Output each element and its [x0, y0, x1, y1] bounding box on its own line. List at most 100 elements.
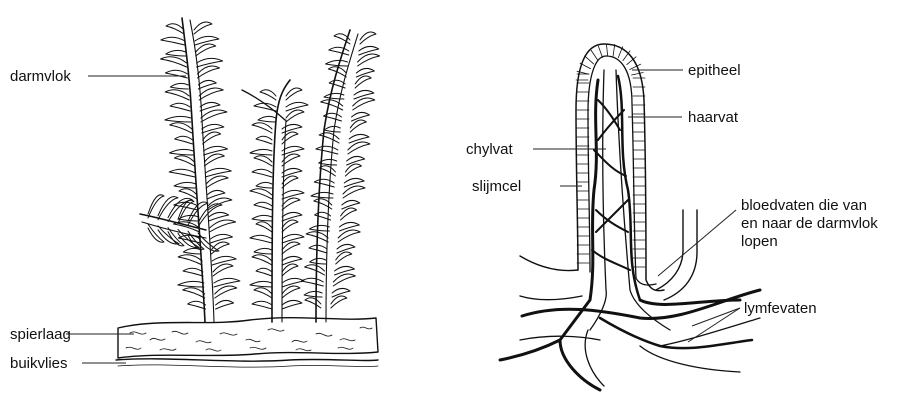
- villus-frond: [355, 76, 371, 88]
- lacteal-label: chylvat: [466, 141, 514, 158]
- villus-frond: [158, 197, 178, 220]
- villus-frond: [350, 120, 366, 132]
- villus-frond: [282, 132, 298, 144]
- villus-frond: [216, 300, 234, 309]
- villus-frond: [188, 301, 206, 309]
- villus-frond: [215, 286, 237, 298]
- epithelial-cell: [630, 64, 641, 69]
- villus-frond: [301, 278, 323, 286]
- villus-frond: [359, 46, 379, 55]
- villus-frond: [304, 291, 322, 297]
- villus-frond: [204, 154, 224, 166]
- villus-frond: [324, 126, 340, 132]
- villus-frond: [170, 83, 188, 89]
- epithelial-cell: [585, 56, 594, 64]
- villus-frond: [331, 296, 347, 308]
- villus-frond: [210, 220, 236, 232]
- villus-frond: [338, 230, 360, 242]
- muscle-layer-band: [118, 318, 378, 358]
- villus-frond: [339, 222, 359, 231]
- epithelial-cell: [632, 73, 644, 75]
- villus-frond: [282, 220, 298, 232]
- villus-right: [301, 30, 379, 322]
- villus-frond: [335, 266, 355, 275]
- villus-frond: [165, 90, 189, 100]
- villus-frond: [199, 88, 223, 100]
- villus-frond: [205, 168, 231, 177]
- villus-frond: [214, 278, 240, 287]
- villus-frond: [319, 133, 339, 143]
- villus-frond: [250, 189, 272, 199]
- villus-centre: [242, 80, 308, 322]
- villus-frond: [165, 70, 187, 78]
- villus-frond: [316, 146, 338, 154]
- muscle-layer-label: spierlaag: [10, 326, 71, 343]
- villus-frond: [252, 215, 272, 221]
- peritoneum-layer: [116, 359, 378, 367]
- villus-frond: [310, 258, 326, 264]
- base-blood-vessels: [520, 290, 760, 386]
- villus-frond: [256, 182, 272, 188]
- left-figure-intestinal-wall: darmvlok spierlaag buikvlies: [10, 18, 380, 372]
- villus-frond: [203, 132, 221, 144]
- villus-frond: [282, 242, 300, 254]
- villus-frond: [354, 90, 374, 99]
- villus-frond: [148, 195, 164, 218]
- villus-frond: [166, 50, 186, 56]
- villus-frond: [286, 88, 302, 100]
- epithelial-cell: [598, 46, 602, 57]
- blood-vessels-label-line1: bloedvaten die van: [741, 197, 867, 214]
- villus-frond: [194, 22, 212, 34]
- villus-frond: [166, 24, 184, 34]
- villus-frond: [309, 225, 329, 231]
- villus-frond: [170, 149, 194, 155]
- epithelial-cell: [606, 44, 607, 56]
- blood-vessels-label-line2: en naar de darmvlok: [741, 215, 878, 232]
- villus-frond: [256, 136, 272, 144]
- villus-frond: [333, 274, 355, 286]
- villus-frond: [345, 164, 361, 176]
- villus-frond: [254, 156, 272, 166]
- villus-frond: [165, 116, 191, 122]
- villus-frond: [305, 265, 325, 275]
- villus-frond: [282, 300, 302, 309]
- villus-frond: [309, 245, 327, 253]
- capillary-label: haarvat: [688, 109, 739, 126]
- villus-frond: [196, 44, 216, 56]
- villus-frond: [250, 149, 272, 155]
- villus-frond: [169, 169, 195, 177]
- villus-frond: [179, 189, 197, 199]
- villus-frond: [197, 66, 219, 78]
- villus-frond: [201, 110, 227, 122]
- villus-frond: [336, 252, 352, 264]
- villus-frond: [343, 186, 365, 198]
- villus-frond: [258, 116, 276, 122]
- villus-frond: [183, 288, 205, 298]
- villus-frond: [282, 286, 300, 298]
- villus-frond: [252, 255, 272, 265]
- villus-frond: [314, 179, 334, 187]
- lymph-vessels-label: lymfevaten: [744, 300, 817, 317]
- villus-frond: [178, 255, 202, 265]
- villus-frond: [254, 202, 272, 210]
- villus-frond: [188, 231, 204, 249]
- villus-frond: [254, 288, 272, 298]
- villus-frond: [250, 235, 272, 243]
- villus-frond: [206, 176, 228, 188]
- villus-frond: [252, 301, 272, 309]
- villus-frond: [256, 222, 272, 232]
- villus-frond: [256, 268, 272, 276]
- villus-frond: [198, 204, 222, 227]
- epithelial-cell: [591, 50, 598, 60]
- villus-frond: [282, 198, 300, 210]
- villus-frond: [250, 281, 272, 287]
- epithelial-cell: [613, 44, 615, 56]
- villus-frond: [183, 268, 203, 276]
- blood-vessels-label-line3: lopen: [741, 233, 778, 250]
- villus-frond: [286, 110, 304, 122]
- goblet-cell-label: slijmcel: [472, 178, 521, 195]
- villus-frond: [326, 60, 348, 66]
- villus-frond: [183, 248, 201, 254]
- villus-frond: [178, 281, 204, 287]
